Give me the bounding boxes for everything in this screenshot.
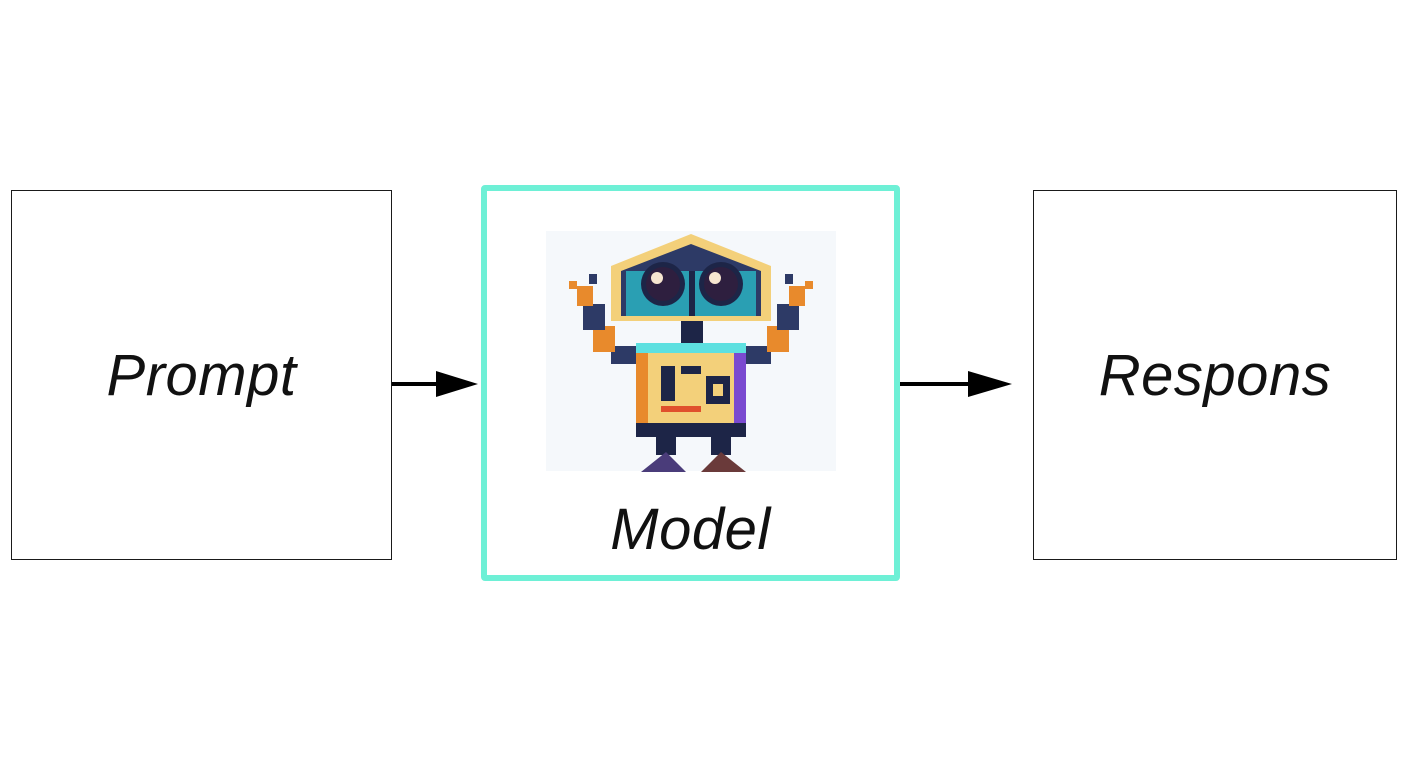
prompt-label: Prompt: [106, 342, 297, 408]
response-label: Respons: [1098, 342, 1332, 408]
robot-icon: [546, 231, 836, 472]
arrow-prompt-to-model: [392, 371, 478, 397]
prompt-node: Prompt: [11, 190, 392, 560]
model-label: Model: [610, 497, 771, 562]
arrow-model-to-response: [900, 371, 1012, 397]
response-node: Respons: [1033, 190, 1397, 560]
model-node: Model: [481, 185, 900, 581]
